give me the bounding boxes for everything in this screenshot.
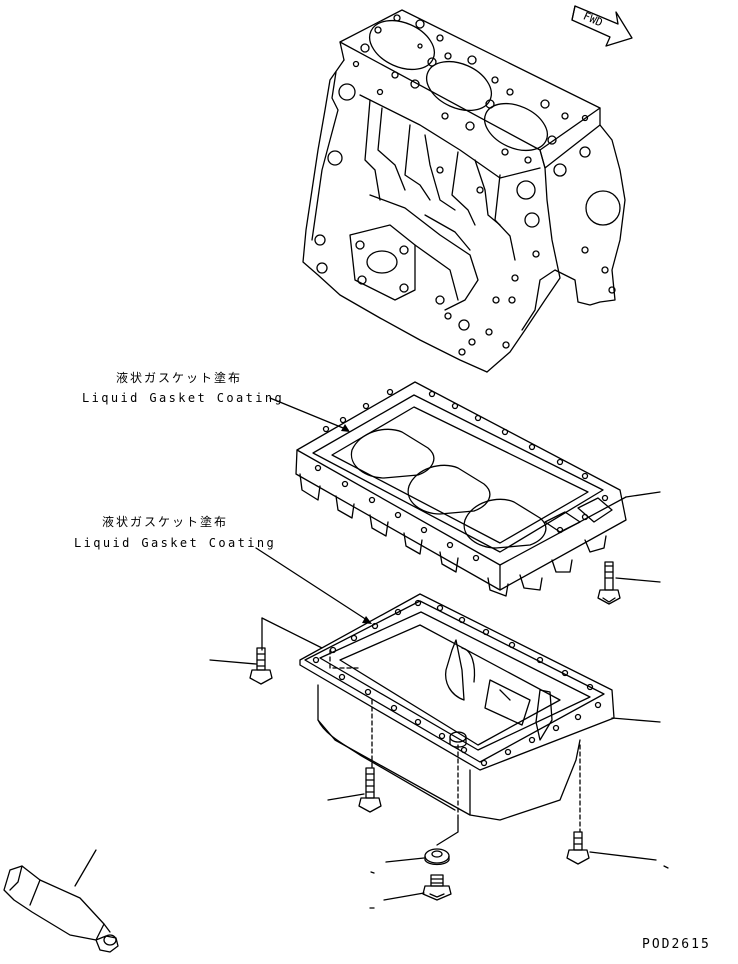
cylinder-block: [303, 10, 625, 372]
annotation-lower-en: Liquid Gasket Coating: [74, 536, 277, 550]
fwd-arrow-icon: [572, 6, 632, 46]
drain-plug: [423, 875, 451, 900]
bolt-left: [250, 648, 272, 684]
leader-lower-coating: [256, 548, 370, 622]
drain-washer: [425, 818, 458, 865]
bolt-lower-center: [359, 768, 381, 812]
sealant-tube-icon: [4, 866, 118, 952]
oil-sump-frame: [296, 382, 626, 596]
leader-oil-pan: [612, 718, 660, 722]
drawing-code: POD2615: [642, 937, 711, 952]
annotation-upper-en: Liquid Gasket Coating: [82, 391, 285, 405]
leader-upper-coating: [270, 398, 348, 430]
leader-sump-frame: [626, 492, 660, 497]
bolt-lower-right: [567, 832, 589, 864]
bolt-upper-right: [598, 562, 620, 604]
leader-sealant-tube: [75, 850, 96, 886]
annotation-upper-jp: 液状ガスケット塗布: [116, 371, 243, 385]
oil-pan: [262, 594, 614, 832]
annotation-lower-jp: 液状ガスケット塗布: [102, 515, 229, 529]
